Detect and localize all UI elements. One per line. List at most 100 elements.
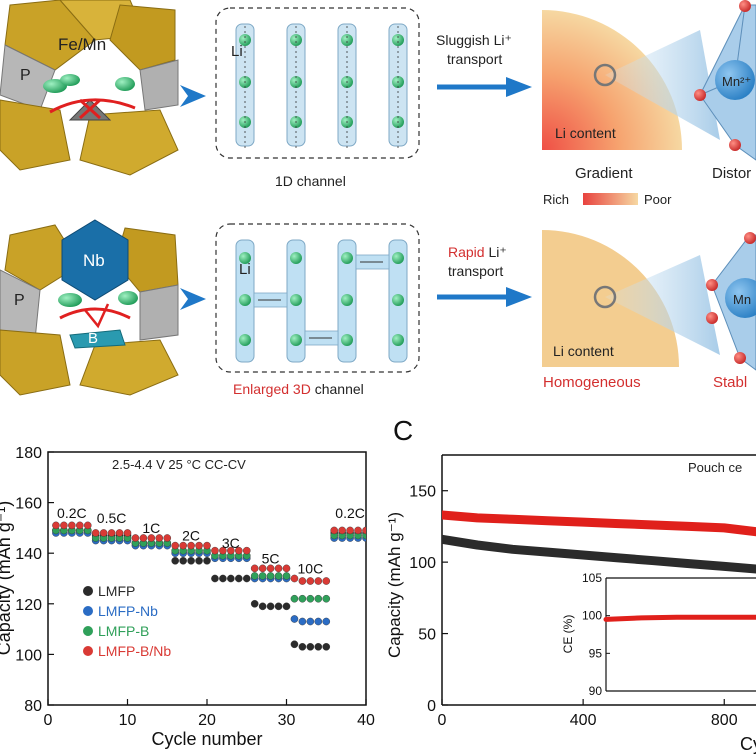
data-point: [266, 602, 275, 611]
homogeneous-caption: Homogeneous: [543, 374, 641, 391]
data-point: [250, 600, 259, 608]
chart-a-ylabel: Capacity (mAh g⁻¹): [0, 501, 14, 656]
arrow-right-icon: [506, 77, 532, 97]
data-point: [179, 556, 187, 565]
rate-label: 0.2C: [335, 505, 365, 521]
li-content-top: Li content: [555, 125, 616, 141]
color-scale-bar: [583, 193, 638, 205]
data-point: [266, 572, 275, 580]
li-ion: [290, 294, 302, 306]
data-point: [282, 602, 291, 611]
li-ion: [239, 334, 251, 346]
data-point: [76, 521, 84, 530]
data-point: [83, 521, 92, 530]
li-ion: [239, 34, 251, 46]
series-lmfp-b-nb: [52, 521, 366, 585]
data-point: [354, 526, 362, 535]
data-point: [52, 521, 60, 530]
mn-label: Mn: [733, 292, 751, 307]
li-ion: [239, 252, 251, 264]
li-ion: [290, 252, 302, 264]
top-gradient-panel: Li content Gradient Rich Poor: [542, 10, 720, 207]
li-ion: [392, 252, 404, 264]
data-point: [306, 617, 315, 626]
rapid-plain: Li⁺: [485, 244, 507, 260]
data-point: [314, 577, 323, 585]
x-tick-label: 30: [278, 712, 296, 729]
legend-marker: [83, 586, 93, 596]
data-point: [266, 564, 275, 573]
rate-label: 0.2C: [57, 505, 87, 521]
data-point: [258, 602, 267, 611]
legend-marker: [83, 626, 93, 636]
series-line-black: [442, 534, 756, 574]
data-point: [290, 640, 299, 649]
li-ion: [239, 294, 251, 306]
scale-poor: Poor: [644, 192, 672, 207]
data-point: [227, 546, 235, 555]
data-point: [91, 529, 100, 537]
data-point: [282, 572, 291, 580]
data-point: [163, 534, 172, 542]
series-lmfp-b: [52, 526, 366, 603]
li-ion: [341, 34, 353, 46]
chart-c-xlabel: Cy: [740, 734, 756, 754]
legend-marker: [83, 646, 93, 656]
data-point: [179, 541, 187, 550]
data-point: [258, 564, 267, 573]
bottom-3d-channel-box: Li Enlarged 3D channel: [215, 223, 420, 397]
inset-y-tick-label: 90: [589, 684, 603, 698]
inset-y-tick-label: 105: [582, 571, 602, 585]
rate-label: 5C: [262, 550, 280, 566]
data-point: [306, 643, 315, 651]
data-point: [242, 546, 251, 555]
data-point: [68, 521, 76, 530]
x-tick-label: 20: [198, 712, 216, 729]
p-label-top: P: [20, 67, 31, 84]
chevron-right-icon: [180, 85, 206, 107]
bottom-schematic: Nb P B Li Enlarged 3D channel Rapid Li⁺ …: [0, 219, 756, 397]
data-point: [115, 529, 124, 537]
data-point: [322, 577, 331, 585]
data-point: [195, 556, 203, 565]
li-ion: [341, 252, 353, 264]
data-point: [195, 541, 203, 550]
top-octahedron: Mn²⁺ Distor: [694, 0, 756, 182]
data-point: [282, 564, 291, 573]
rapid-colored: Rapid: [448, 244, 485, 260]
rate-label: 3C: [222, 535, 240, 551]
bottom-homogeneous-panel: Li content Homogeneous: [542, 230, 720, 391]
inset-ce-line: [603, 614, 756, 622]
data-point: [131, 534, 140, 542]
li-ion: [341, 334, 353, 346]
data-point: [338, 526, 346, 535]
data-point: [306, 594, 315, 603]
channel-caption-plain: channel: [311, 381, 364, 397]
panel-label-c: C: [393, 415, 413, 446]
top-crystal-structure: Fe/Mn P: [0, 0, 179, 176]
data-point: [290, 594, 299, 603]
rapid-label: Rapid Li⁺: [448, 244, 507, 260]
li-content-bottom: Li content: [553, 343, 614, 359]
data-point: [187, 541, 195, 550]
inset-y-tick-label: 100: [582, 609, 602, 623]
data-point: [298, 643, 307, 651]
transport-label-top: transport: [447, 51, 502, 67]
data-point: [314, 594, 323, 603]
rate-label: 10C: [298, 560, 324, 576]
data-point: [274, 564, 283, 573]
y-tick-label: 80: [24, 698, 42, 715]
data-point: [203, 556, 211, 565]
data-point: [274, 602, 283, 611]
data-point: [322, 594, 331, 603]
data-point: [290, 574, 299, 583]
data-point: [314, 643, 323, 651]
li-ion: [392, 334, 404, 346]
x-tick-label: 40: [357, 712, 375, 729]
b-label: B: [88, 330, 98, 347]
rate-label: 2C: [182, 528, 200, 544]
data-point: [250, 572, 259, 580]
y-tick-label: 140: [15, 546, 42, 563]
data-point: [187, 556, 195, 565]
data-point: [211, 574, 219, 583]
